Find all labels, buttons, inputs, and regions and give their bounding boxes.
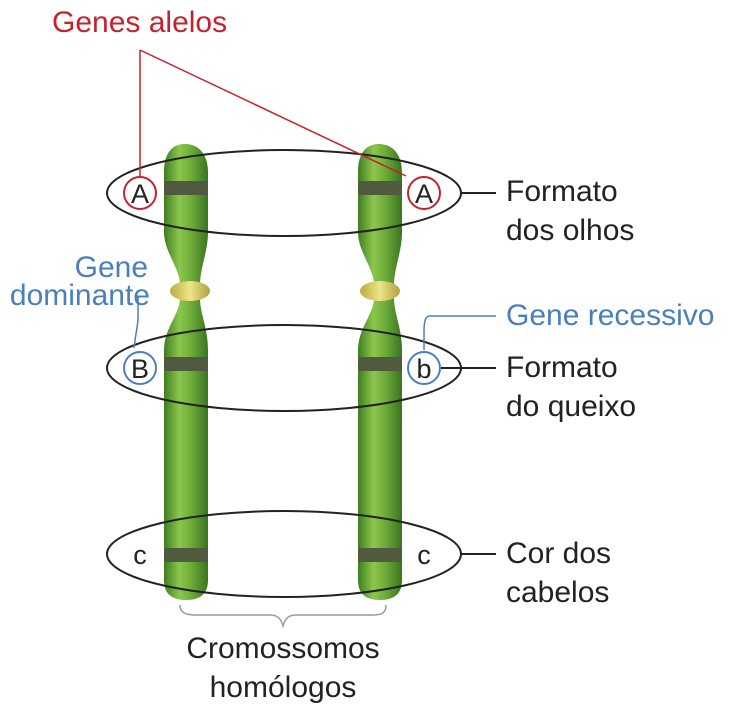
allele-left-bottom: c (133, 540, 147, 570)
formato-olhos-label-line1: Formato (506, 175, 618, 208)
right-band-b (358, 357, 402, 371)
formato-queixo-label-line2: do queixo (506, 390, 636, 423)
allele-right-bottom: c (417, 540, 431, 570)
left-centromere (170, 281, 210, 301)
left-chromosome-upper-arm (164, 144, 208, 285)
cor-cabelos-label-line1: Cor dos (506, 537, 611, 570)
left-band-a (164, 181, 208, 195)
allele-left-mid: B (131, 354, 149, 384)
gene-dominante-label-line2: dominante (10, 279, 150, 312)
right-chromosome-upper-arm (358, 144, 402, 285)
genes-alelos-label: Genes alelos (52, 6, 227, 39)
cromossomos-label-line2: homólogos (210, 671, 357, 704)
cromossomos-label-line1: Cromossomos (186, 632, 379, 665)
right-band-a (358, 181, 402, 195)
formato-queixo-label-line1: Formato (506, 351, 618, 384)
allele-right-mid: b (416, 354, 431, 384)
cor-cabelos-label-line2: cabelos (506, 576, 609, 609)
homologous-bracket (180, 605, 386, 626)
gene-recessivo-label: Gene recessivo (506, 299, 714, 332)
left-band-c (164, 548, 208, 562)
left-band-b (164, 357, 208, 371)
right-chromosome (358, 144, 402, 600)
gene-pair-ellipse-hair (107, 511, 461, 597)
allele-left-top: A (131, 179, 149, 209)
right-band-c (358, 548, 402, 562)
right-centromere (360, 281, 400, 301)
left-chromosome (164, 144, 210, 600)
allele-right-top: A (415, 179, 433, 209)
formato-olhos-label-line2: dos olhos (506, 214, 634, 247)
trait-connectors (441, 193, 496, 554)
